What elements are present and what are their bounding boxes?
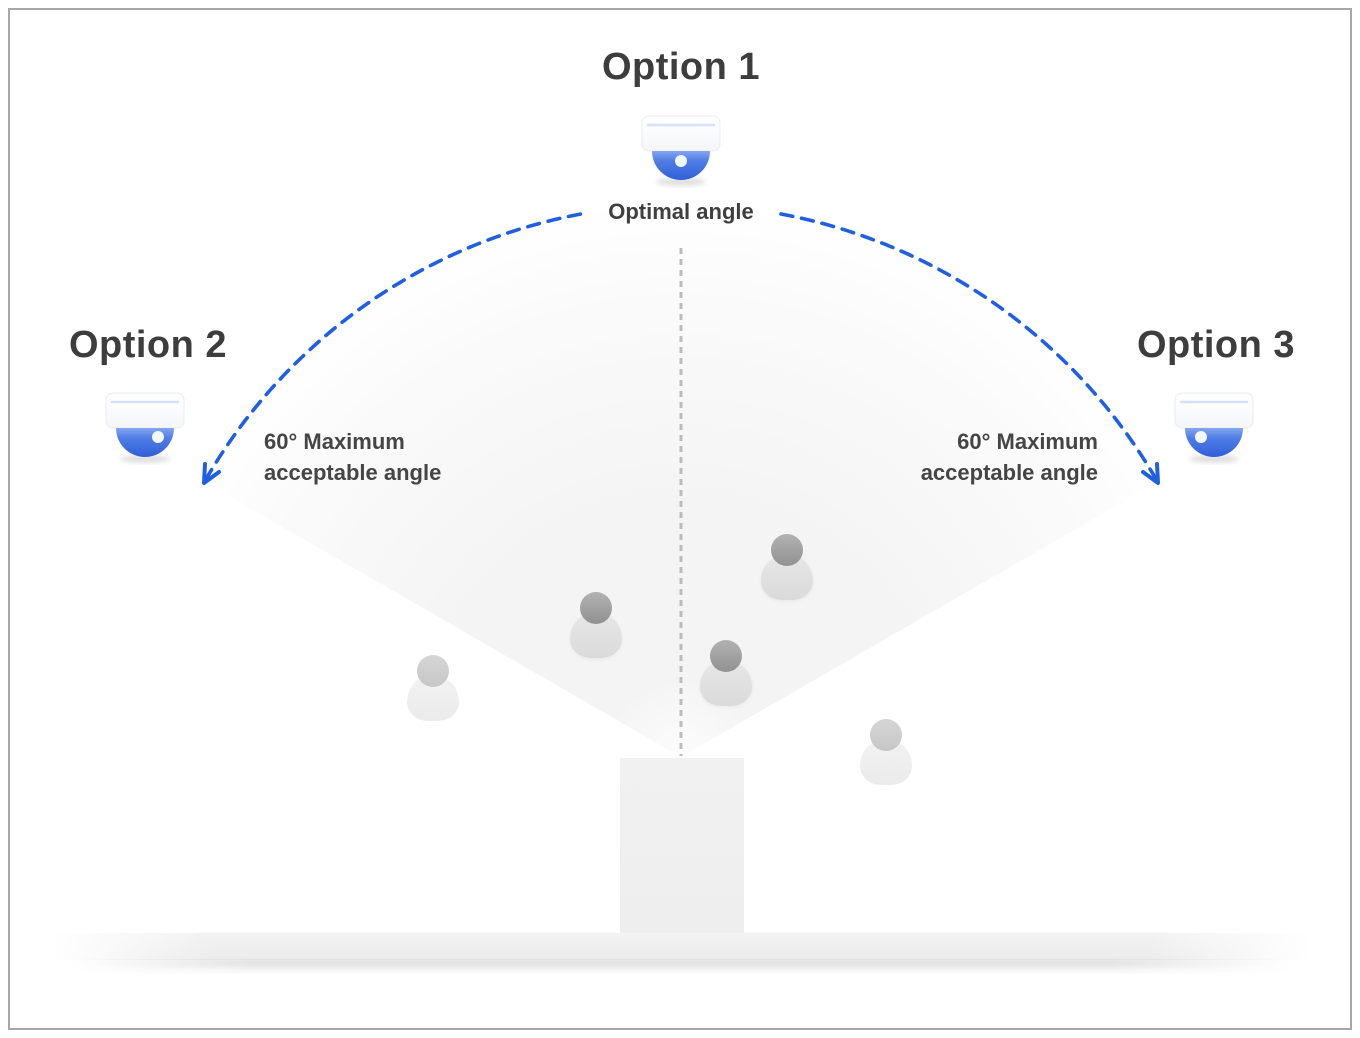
person-icon: [761, 534, 813, 600]
person-head: [870, 719, 902, 751]
max-angle-label-right-line1: 60° Maximum: [957, 429, 1098, 454]
option3-title: Option 3: [1136, 324, 1296, 366]
person-icon: [407, 655, 459, 721]
max-angle-label-right: 60° Maximum acceptable angle: [921, 426, 1098, 488]
option2-title: Option 2: [68, 324, 228, 366]
dome-camera-icon-option3: [1174, 392, 1254, 463]
dome-camera-icon-option2: [105, 392, 185, 463]
person-head: [580, 592, 612, 624]
max-angle-label-left-line2: acceptable angle: [264, 460, 442, 485]
right-arrowhead-icon: [1141, 462, 1160, 485]
max-angle-label-left: 60° Maximum acceptable angle: [264, 426, 441, 488]
person-head: [771, 534, 803, 566]
person-icon: [700, 640, 752, 706]
person-icon: [860, 719, 912, 785]
option1-title: Option 1: [601, 46, 761, 88]
max-angle-label-right-line2: acceptable angle: [920, 460, 1098, 485]
person-head: [710, 640, 742, 672]
floor-shadow: [70, 959, 1292, 974]
optimal-angle-label: Optimal angle: [608, 199, 754, 224]
left-angle-arc: [203, 212, 583, 482]
coverage-fan: [196, 196, 1166, 757]
right-angle-arc: [779, 212, 1159, 482]
person-icon: [570, 592, 622, 658]
pillar: [620, 758, 744, 938]
person-head: [417, 655, 449, 687]
floor-strip: [50, 933, 1312, 960]
left-arrowhead-icon: [202, 462, 221, 485]
dome-camera-icon-option1: [641, 115, 721, 186]
max-angle-label-left-line1: 60° Maximum: [264, 429, 405, 454]
